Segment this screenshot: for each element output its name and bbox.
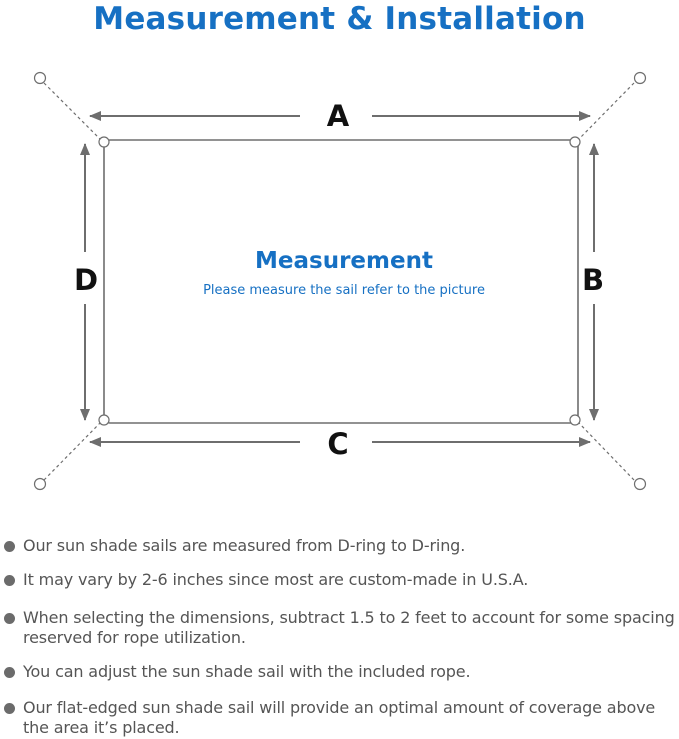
diagram-heading: Measurement <box>255 248 433 274</box>
d-ring-top-right <box>569 136 581 148</box>
page-title: Measurement & Installation <box>93 1 586 37</box>
list-item-text: When selecting the dimensions, subtract … <box>23 608 675 647</box>
label-b: B <box>582 263 604 297</box>
anchor-ring-top-right <box>633 71 647 85</box>
list-item-text: Our flat-edged sun shade sail will provi… <box>23 698 656 737</box>
d-ring-top-left <box>98 136 110 148</box>
d-ring-bottom-right <box>569 414 581 426</box>
list-item-text: You can adjust the sun shade sail with t… <box>23 662 471 681</box>
d-ring-bottom-left <box>98 414 110 426</box>
bullet-dot-icon <box>4 667 15 678</box>
d-rings <box>98 136 581 426</box>
rope-bottom-right <box>577 421 635 481</box>
list-item-text: Our sun shade sails are measured from D-… <box>23 536 466 555</box>
measurement-diagram: A C D B Measurement Please measure the s… <box>33 71 647 491</box>
bullet-dot-icon <box>4 703 15 714</box>
rope-bottom-left <box>43 421 102 481</box>
bullet-dot-icon <box>4 575 15 586</box>
rope-top-left <box>43 82 102 141</box>
rope-top-right <box>577 82 635 141</box>
corner-ropes <box>43 82 635 481</box>
anchor-rings <box>33 71 647 491</box>
list-item-text: It may vary by 2-6 inches since most are… <box>23 570 529 589</box>
diagram-subtitle: Please measure the sail refer to the pic… <box>203 283 485 298</box>
bullet-dot-icon <box>4 541 15 552</box>
anchor-ring-top-left <box>33 71 47 85</box>
anchor-ring-bottom-right <box>633 477 647 491</box>
anchor-ring-bottom-left <box>33 477 47 491</box>
label-a: A <box>327 99 350 133</box>
label-d: D <box>74 263 98 297</box>
sail-rectangle <box>103 139 579 424</box>
bullet-dot-icon <box>4 613 15 624</box>
label-c: C <box>327 427 348 461</box>
